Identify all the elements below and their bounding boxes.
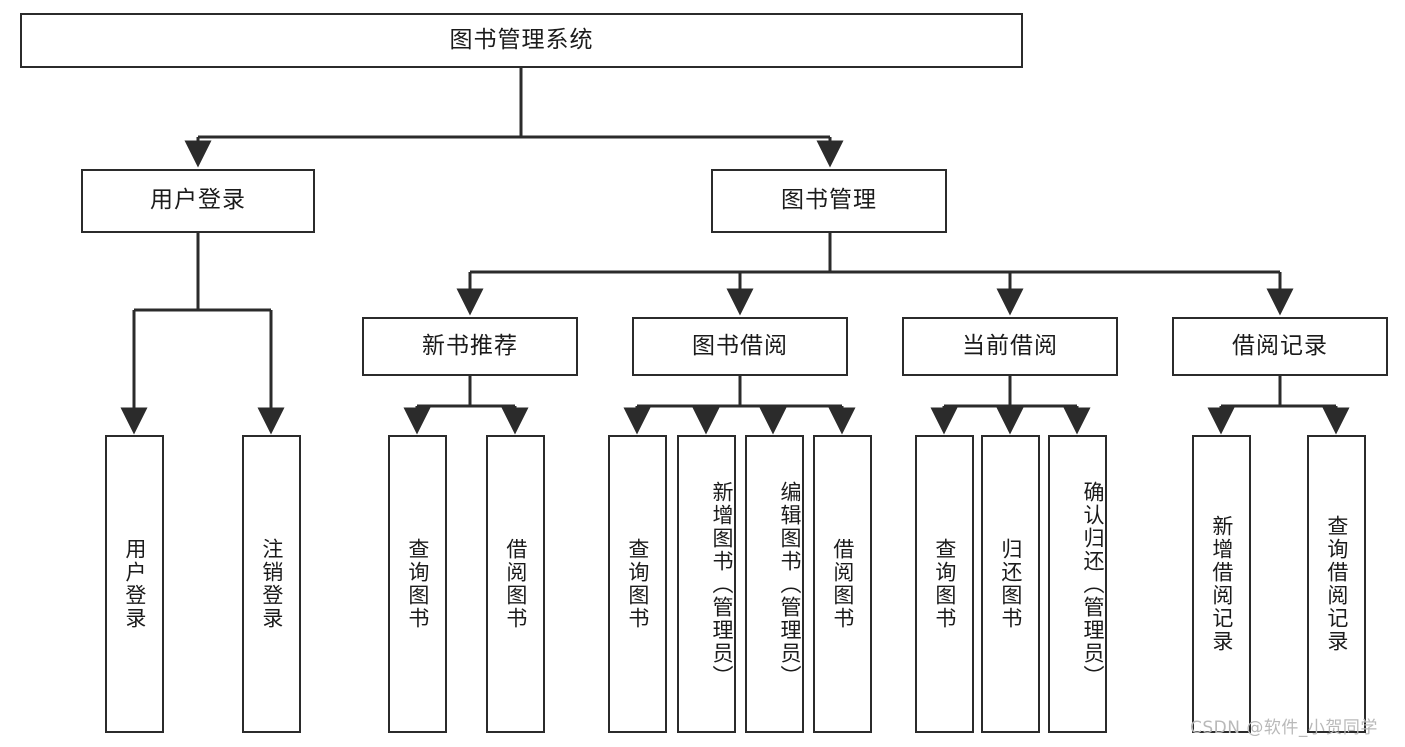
leaf-current-borrow-query[interactable]: 查询图书 [915, 435, 974, 733]
leaf-label: 查询图书 [932, 538, 957, 630]
node-book-management[interactable]: 图书管理 [711, 169, 947, 233]
leaf-new-book-borrow[interactable]: 借阅图书 [486, 435, 545, 733]
leaf-label: 查询图书 [405, 538, 430, 630]
leaf-label: 编辑图书（管理员） [778, 480, 802, 688]
leaf-label: 新增借阅记录 [1209, 515, 1234, 653]
node-root-system[interactable]: 图书管理系统 [20, 13, 1023, 68]
node-user-login[interactable]: 用户登录 [81, 169, 315, 233]
node-book-borrow[interactable]: 图书借阅 [632, 317, 848, 376]
leaf-user-login-logout[interactable]: 注销登录 [242, 435, 301, 733]
leaf-user-login-login[interactable]: 用户登录 [105, 435, 164, 733]
leaf-borrow-record-query[interactable]: 查询借阅记录 [1307, 435, 1366, 733]
leaf-borrow-record-add[interactable]: 新增借阅记录 [1192, 435, 1251, 733]
node-borrow-record[interactable]: 借阅记录 [1172, 317, 1388, 376]
leaf-label: 归还图书 [998, 538, 1023, 630]
leaf-label: 用户登录 [122, 538, 147, 630]
leaf-label: 查询图书 [625, 538, 650, 630]
leaf-label: 借阅图书 [503, 538, 528, 630]
leaf-book-borrow-borrow[interactable]: 借阅图书 [813, 435, 872, 733]
leaf-label: 新增图书（管理员） [710, 480, 734, 688]
leaf-label: 查询借阅记录 [1324, 515, 1349, 653]
leaf-book-borrow-query[interactable]: 查询图书 [608, 435, 667, 733]
leaf-label: 注销登录 [259, 538, 284, 630]
leaf-current-borrow-confirm[interactable]: 确认归还（管理员） [1048, 435, 1107, 733]
node-current-borrow[interactable]: 当前借阅 [902, 317, 1118, 376]
leaf-new-book-query[interactable]: 查询图书 [388, 435, 447, 733]
leaf-label: 借阅图书 [830, 538, 855, 630]
node-new-book-recommend[interactable]: 新书推荐 [362, 317, 578, 376]
leaf-book-borrow-edit[interactable]: 编辑图书（管理员） [745, 435, 804, 733]
csdn-watermark: CSDN @软件_小贺同学 [1190, 718, 1378, 738]
leaf-label: 确认归还（管理员） [1081, 480, 1105, 688]
leaf-current-borrow-return[interactable]: 归还图书 [981, 435, 1040, 733]
leaf-book-borrow-add[interactable]: 新增图书（管理员） [677, 435, 736, 733]
